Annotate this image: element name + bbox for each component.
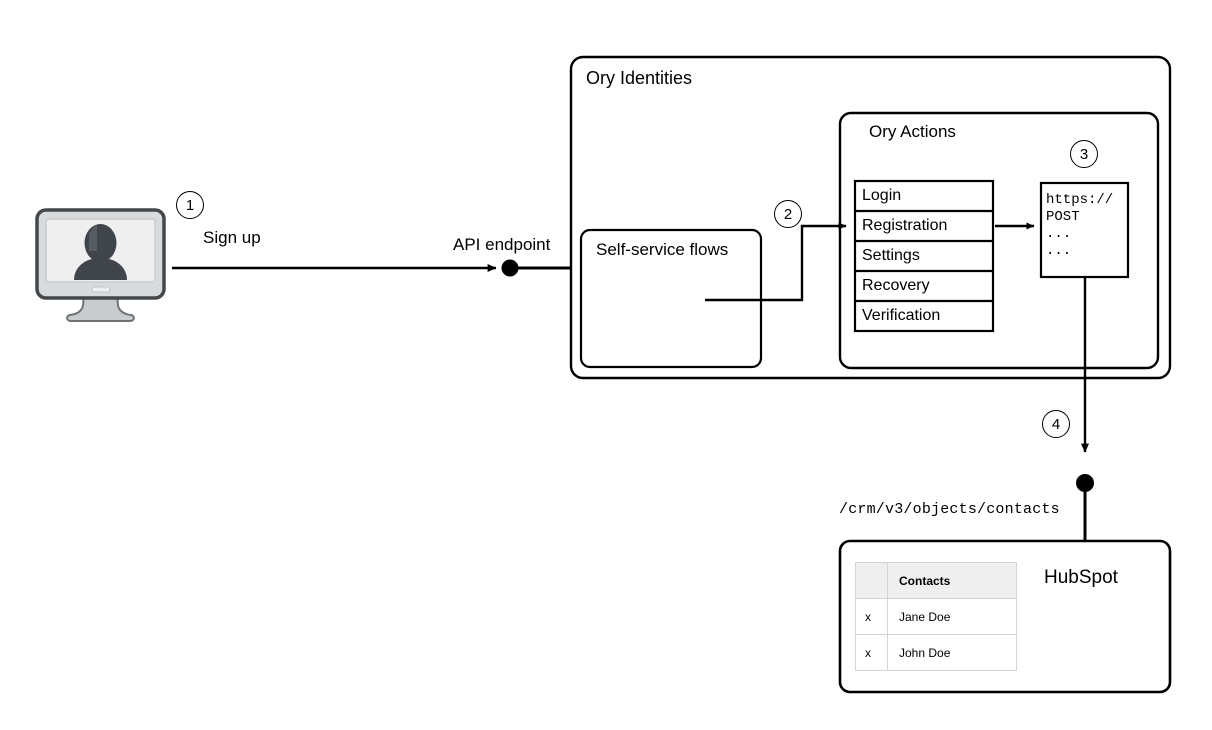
- ory-actions-title: Ory Actions: [869, 122, 956, 141]
- row-contact-name: Jane Doe: [887, 598, 1017, 635]
- table-row[interactable]: x Jane Doe: [855, 598, 1017, 635]
- table-header-contacts: Contacts: [887, 562, 1017, 599]
- edge-flows-to-registration: [705, 222, 847, 302]
- self-service-flows-title: Self-service flows: [596, 240, 729, 259]
- ory-flow-list-box: [853, 179, 995, 333]
- edge-webhook-to-hubspot: [1076, 277, 1094, 541]
- table-header-mark: [855, 562, 888, 599]
- edge-label-api-endpoint: API endpoint: [453, 235, 551, 254]
- flow-list-item-settings[interactable]: Settings: [862, 247, 920, 264]
- step-marker-3: 3: [1070, 140, 1098, 168]
- flow-list-item-recovery[interactable]: Recovery: [862, 277, 930, 294]
- table-header-row: Contacts: [855, 562, 1017, 599]
- step-marker-1: 1: [176, 191, 204, 219]
- row-mark: x: [855, 634, 888, 671]
- webhook-code-box: [1039, 181, 1130, 279]
- row-mark: x: [855, 598, 888, 635]
- ory-identities-title: Ory Identities: [586, 68, 693, 88]
- webhook-code-text: https:// POST ... ...: [1046, 192, 1114, 259]
- step-marker-4: 4: [1042, 410, 1070, 438]
- self-service-flows-box: [579, 228, 763, 369]
- api-endpoint-connector: [501, 259, 572, 277]
- flow-list-item-verification[interactable]: Verification: [862, 307, 941, 324]
- flow-list-item-login[interactable]: Login: [862, 187, 902, 204]
- step-marker-2: 2: [774, 200, 802, 228]
- hubspot-title: HubSpot: [1044, 567, 1118, 588]
- user-monitor-icon: [35, 208, 166, 322]
- edge-label-sign-up: Sign up: [203, 228, 261, 247]
- edge-label-crm-path: /crm/v3/objects/contacts: [839, 501, 1060, 518]
- hubspot-contacts-table: Contacts x Jane Doe x John Doe: [855, 562, 1017, 671]
- flow-list-item-registration[interactable]: Registration: [862, 217, 948, 234]
- table-row[interactable]: x John Doe: [855, 634, 1017, 671]
- row-contact-name: John Doe: [887, 634, 1017, 671]
